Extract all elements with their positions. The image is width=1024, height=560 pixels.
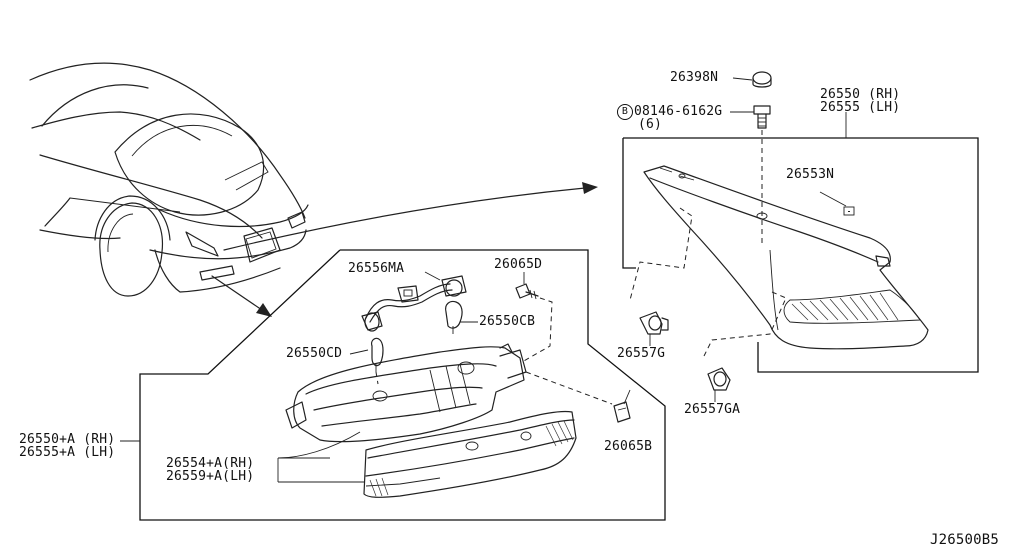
socket-leaders — [629, 207, 787, 357]
label-26555-lh: 26555 (LH) — [820, 100, 901, 115]
label-qty-6: (6) — [638, 117, 663, 132]
cap-26398n — [732, 71, 772, 88]
label-26550cb: 26550CB — [479, 314, 536, 329]
label-26556ma: 26556MA — [348, 261, 405, 276]
label-26557ga: 26557GA — [684, 402, 741, 417]
label-26065b: 26065B — [604, 439, 653, 454]
label-26550-rh: 26550 (RH) — [820, 87, 901, 102]
side-marker-frame — [622, 112, 979, 373]
gasket-26553n — [819, 191, 855, 216]
label-26554a-rh: 26554+A(RH) — [166, 456, 255, 471]
socket-26557g — [639, 311, 669, 346]
label-26550cd: 26550CD — [286, 346, 343, 361]
label-26398n: 26398N — [670, 70, 719, 85]
screw-26065d — [515, 283, 553, 363]
label-08146-6162g: 08146-6162G — [634, 104, 723, 119]
label-26557g: 26557G — [617, 346, 666, 361]
side-marker-lens — [643, 165, 929, 350]
pointer-arrows — [211, 182, 598, 317]
diagram-id: J26500B5 — [930, 532, 1000, 548]
label-26550a-rh: 26550+A (RH) — [19, 432, 116, 447]
lamp-housing — [285, 343, 613, 443]
socket-26557ga — [707, 367, 731, 402]
label-26065d: 26065D — [494, 257, 543, 272]
lamp-lens — [363, 410, 577, 498]
label-leaders — [277, 271, 631, 483]
clip-26065b — [613, 401, 631, 423]
bolt-symbol-b: B — [617, 104, 633, 120]
label-26553n: 26553N — [786, 167, 835, 182]
label-26555a-lh: 26555+A (LH) — [19, 445, 116, 460]
bolt-08146 — [730, 105, 771, 245]
label-26559a-lh: 26559+A(LH) — [166, 469, 255, 484]
combination-lamp-frame — [120, 249, 666, 521]
car-rear-illustration — [29, 62, 309, 297]
harness-26556ma — [361, 275, 467, 334]
